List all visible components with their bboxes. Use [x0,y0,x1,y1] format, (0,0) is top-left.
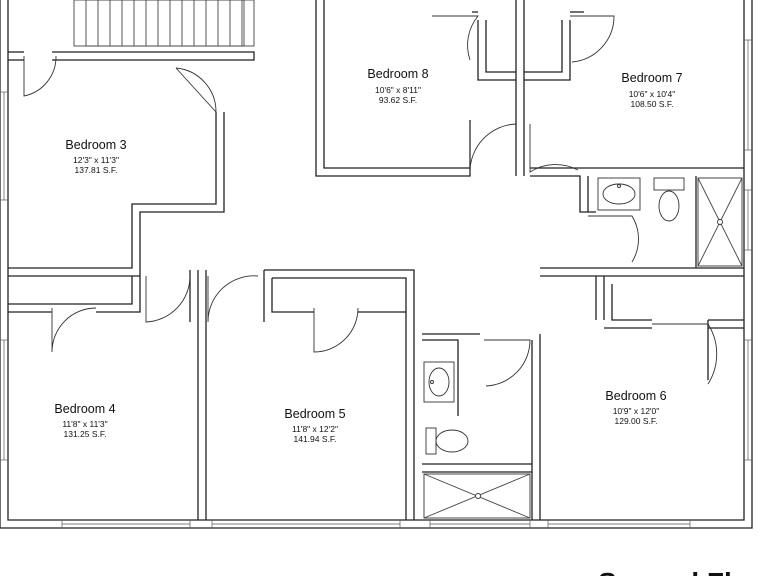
room-name: Bedroom 7 [621,71,682,85]
room-dimensions: 10'9" x 12'0" [613,406,660,416]
room-dimensions: 11'8" x 11'3" [62,419,107,429]
interior-walls [8,0,744,520]
room-bedroom-3: Bedroom 3 12'3" x 11'3" 137.81 S.F. [65,138,126,175]
sink-icon [423,177,641,403]
room-bedroom-6: Bedroom 6 10'9" x 12'0" 129.00 S.F. [605,389,666,426]
room-name: Bedroom 8 [367,67,428,81]
room-area: 141.94 S.F. [293,434,336,444]
room-dimensions: 11'8" x 12'2" [292,424,338,434]
room-area: 131.25 S.F. [63,429,106,439]
room-dimensions: 12'3" x 11'3" [73,155,119,165]
window-icon [0,39,752,528]
room-bedroom-4: Bedroom 4 11'8" x 11'3" 131.25 S.F. [54,402,115,439]
shower-icon [423,177,743,519]
room-dimensions: 10'6" x 8'11" [375,85,421,95]
staircase-icon [73,0,255,47]
floor-title: Second Fl [598,567,732,576]
room-name: Bedroom 4 [54,402,115,416]
room-name: Bedroom 3 [65,138,126,152]
room-dimensions: 10'6" x 10'4" [629,89,676,99]
room-bedroom-7: Bedroom 7 10'6" x 10'4" 108.50 S.F. [621,71,682,109]
door-swing-icon [23,15,718,387]
room-name: Bedroom 5 [284,407,345,421]
room-area: 93.62 S.F. [379,95,417,105]
room-bedroom-5: Bedroom 5 11'8" x 12'2" 141.94 S.F. [284,407,345,444]
room-area: 108.50 S.F. [630,99,673,109]
room-name: Bedroom 6 [605,389,666,403]
room-area: 129.00 S.F. [614,416,657,426]
room-bedroom-8: Bedroom 8 10'6" x 8'11" 93.62 S.F. [367,67,428,105]
room-area: 137.81 S.F. [74,165,117,175]
toilet-icon [425,177,685,455]
exterior-walls [0,0,753,529]
